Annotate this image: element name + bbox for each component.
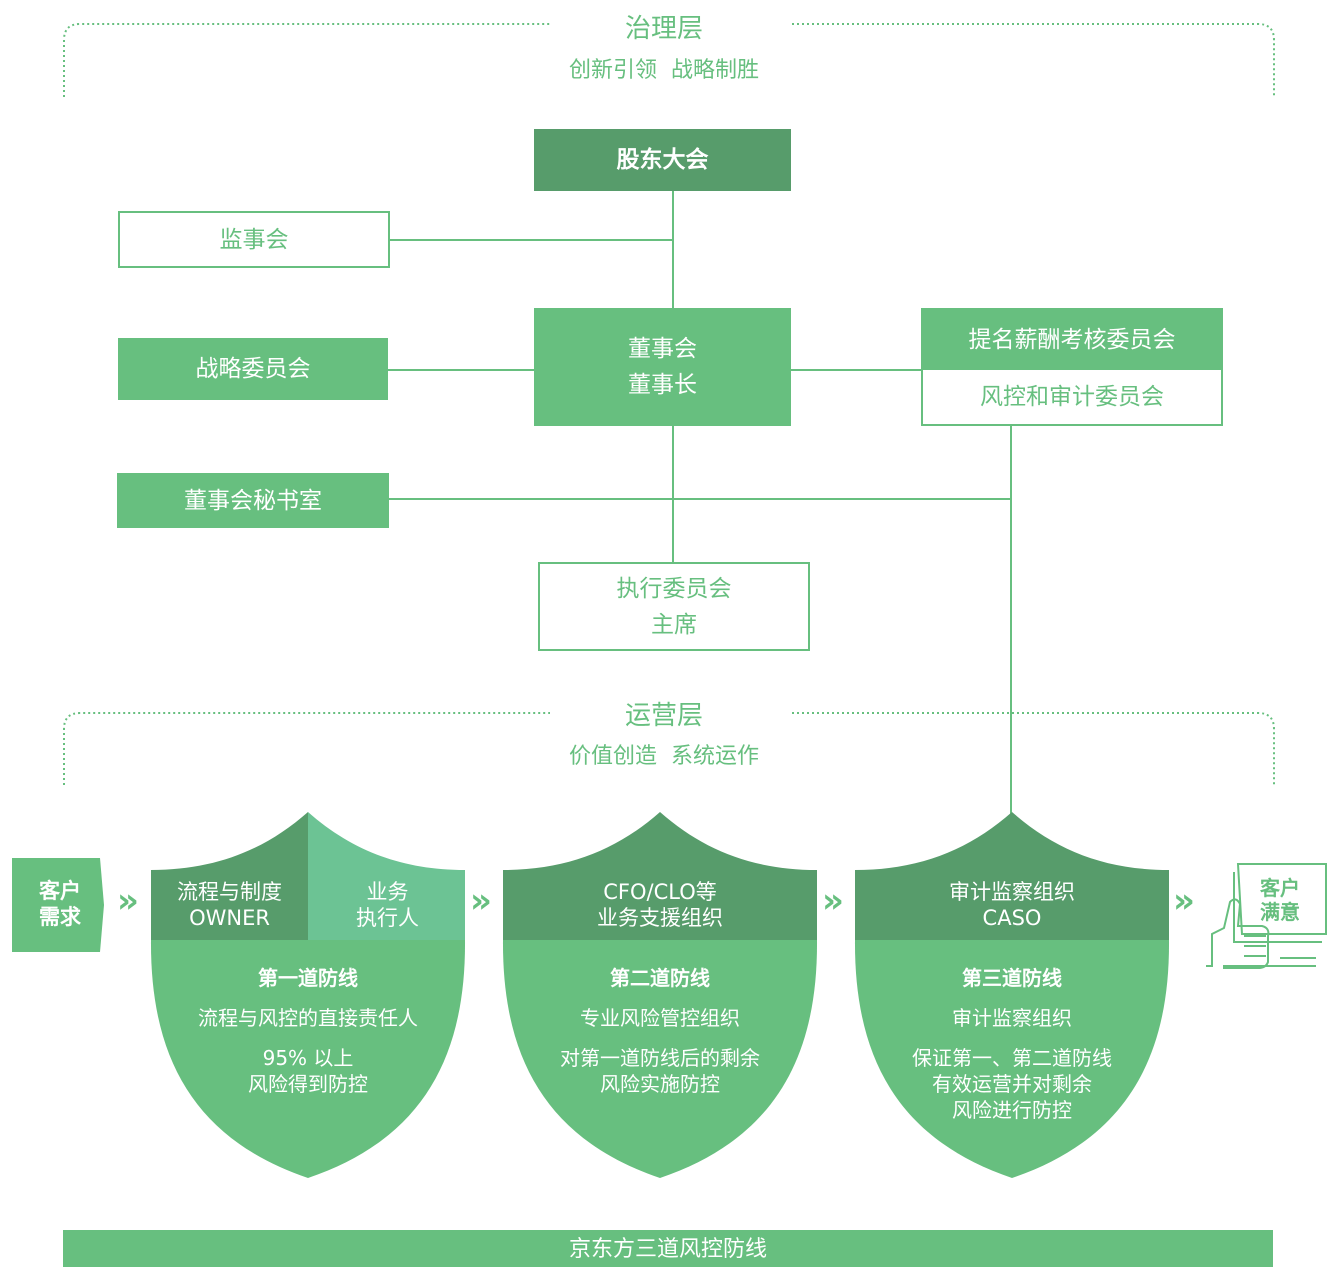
shield-3-head <box>855 812 1169 940</box>
shield-1-body <box>150 940 466 1178</box>
shield-1-owner-line2: OWNER <box>189 906 270 930</box>
shield-3-heading: 审计监察组织 CASO <box>855 872 1169 938</box>
shield-2-desc2-line2: 风险实施防控 <box>600 1072 720 1096</box>
shield-2-desc1: 专业风险管控组织 <box>580 1006 740 1030</box>
executive-committee-label: 执行委员会 <box>616 575 732 602</box>
shield-2-heading-line2: 业务支援组织 <box>597 906 723 930</box>
shield-1-executor-line2: 执行人 <box>356 906 419 930</box>
shield-1-owner-heading: 流程与制度 OWNER <box>151 872 308 938</box>
operations-layer-title: 运营层 <box>624 701 703 731</box>
shield-1-desc1: 流程与风控的直接责任人 <box>198 1006 418 1030</box>
shield-3-desc2: 保证第一、第二道防线 有效运营并对剩余 风险进行防控 <box>855 1045 1169 1123</box>
shield-2-heading: CFO/CLO等 业务支援组织 <box>503 872 817 938</box>
governance-layer-subtitle: 创新引领 战略制胜 <box>569 58 759 83</box>
executive-committee-box: 执行委员会 主席 <box>538 562 810 651</box>
footer-banner: 京东方三道风控防线 <box>63 1230 1273 1267</box>
shield-1-executor-heading: 业务 执行人 <box>310 872 465 938</box>
nomination-committee-box: 提名薪酬考核委员会 <box>921 308 1223 371</box>
shield-3-body <box>854 940 1170 1178</box>
customer-demand-tag <box>12 858 104 952</box>
shield-2-heading-line1: CFO/CLO等 <box>603 880 717 904</box>
customer-demand-line1: 客户 <box>39 879 81 903</box>
shield-3-heading-line1: 审计监察组织 <box>949 880 1075 904</box>
shareholders-meeting-box: 股东大会 <box>534 129 791 191</box>
board-secretary-label: 董事会秘书室 <box>184 487 322 514</box>
board-label: 董事会 <box>628 336 697 362</box>
shield-1-desc2-line1: 95% 以上 <box>262 1046 354 1070</box>
nomination-committee-label: 提名薪酬考核委员会 <box>968 326 1176 353</box>
shield-1-desc2: 95% 以上 风险得到防控 <box>151 1045 465 1097</box>
supervisory-board-label: 监事会 <box>219 226 289 253</box>
supervisory-board-box: 监事会 <box>118 211 390 268</box>
thumbs-up-hand-icon <box>1206 863 1327 969</box>
shareholders-meeting-label: 股东大会 <box>616 147 709 173</box>
shield-1-head-left <box>151 812 308 940</box>
governance-layer-title: 治理层 <box>624 14 703 44</box>
shield-3-desc2-line2: 有效运营并对剩余 <box>932 1072 1092 1096</box>
shield-1-executor-line1: 业务 <box>366 880 409 904</box>
risk-audit-committee-label: 风控和审计委员会 <box>980 384 1164 410</box>
shield-2-head <box>503 812 817 940</box>
shield-2-desc2: 对第一道防线后的剩余 风险实施防控 <box>503 1045 817 1097</box>
strategy-committee-label: 战略委员会 <box>195 356 311 382</box>
customer-satisfied-line1: 客户 <box>1260 876 1300 900</box>
double-chevron-right-icon: » <box>470 881 492 921</box>
shield-2-desc2-line1: 对第一道防线后的剩余 <box>560 1046 760 1070</box>
chairman-label: 董事长 <box>628 372 697 398</box>
customer-demand-text: 客户 需求 <box>20 878 100 930</box>
shield-3-title: 第三道防线 <box>962 966 1062 990</box>
strategy-committee-box: 战略委员会 <box>118 338 388 400</box>
customer-satisfied-line2: 满意 <box>1260 900 1300 924</box>
double-chevron-right-icon: » <box>822 881 844 921</box>
shield-3-desc1: 审计监察组织 <box>952 1006 1072 1030</box>
board-secretary-box: 董事会秘书室 <box>117 473 389 528</box>
shield-3-desc2-line1: 保证第一、第二道防线 <box>912 1046 1112 1070</box>
footer-label: 京东方三道风控防线 <box>568 1237 767 1262</box>
shield-3-desc2-line3: 风险进行防控 <box>952 1098 1072 1122</box>
risk-audit-committee-box: 风控和审计委员会 <box>921 370 1223 426</box>
customer-satisfied-text: 客户 满意 <box>1244 876 1316 924</box>
executive-chairman-label: 主席 <box>651 611 697 638</box>
double-chevron-right-icon: » <box>117 881 139 921</box>
shield-1-head-right <box>308 812 465 940</box>
double-chevron-right-icon: » <box>1173 881 1195 921</box>
board-of-directors-box: 董事会 董事长 <box>534 308 791 426</box>
shield-2-body <box>502 940 818 1178</box>
operations-layer-subtitle: 价值创造 系统运作 <box>569 744 759 769</box>
customer-demand-line2: 需求 <box>39 905 81 929</box>
shield-2-title: 第二道防线 <box>610 966 710 990</box>
shield-3-heading-line2: CASO <box>982 906 1042 930</box>
shield-1-title: 第一道防线 <box>258 966 358 990</box>
shield-1-owner-line1: 流程与制度 <box>177 880 282 904</box>
shield-1-desc2-line2: 风险得到防控 <box>248 1072 368 1096</box>
